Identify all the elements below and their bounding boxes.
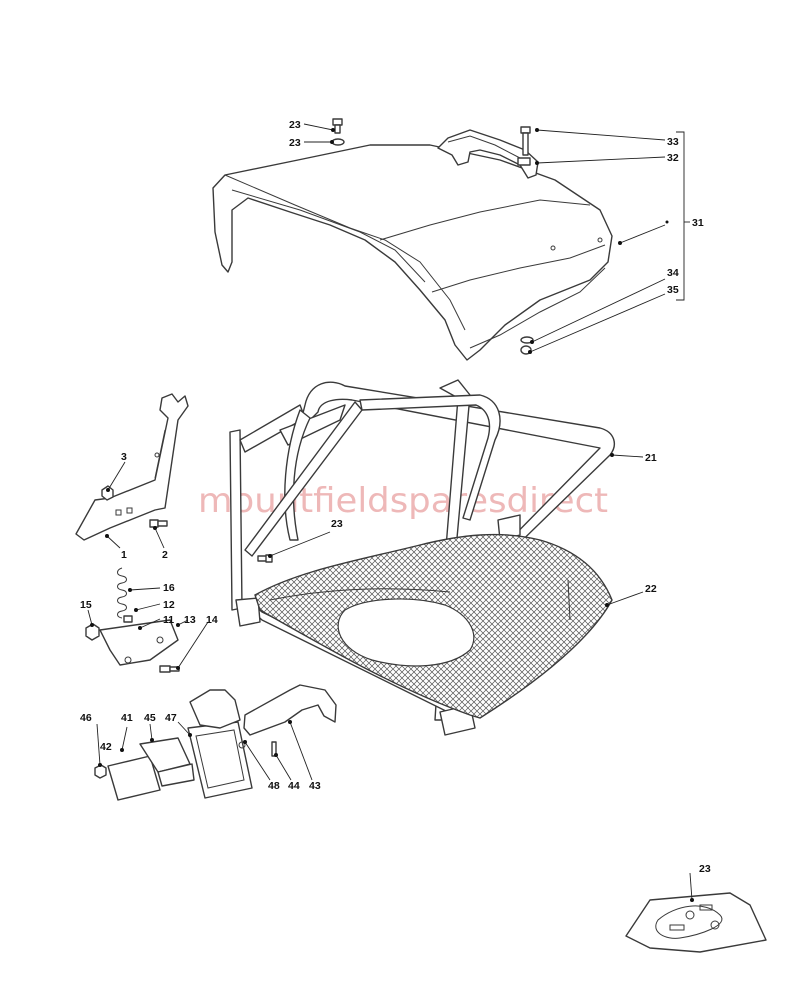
label-32: 32 (667, 152, 679, 164)
label-13: 13 (184, 614, 196, 626)
bolt-2 (149, 519, 168, 528)
label-42: 42 (100, 741, 112, 753)
label-16: 16 (163, 582, 175, 594)
leader-dots (90, 128, 694, 902)
label-35: 35 (667, 284, 679, 296)
grass-bag-cover (212, 144, 613, 361)
label-34: 34 (667, 267, 679, 279)
label-33: 33 (667, 136, 679, 148)
label-23-kit: 23 (699, 863, 711, 875)
label-46: 46 (80, 712, 92, 724)
label-45: 45 (144, 712, 156, 724)
label-47: 47 (165, 712, 177, 724)
label-15: 15 (80, 599, 92, 611)
top-bolt-33 (517, 126, 531, 166)
latch-bracket (85, 615, 180, 673)
label-31: 31 (692, 217, 704, 229)
nut-3 (101, 485, 114, 501)
grass-bag-mesh (254, 533, 613, 719)
label-11: 11 (163, 614, 174, 626)
label-3: 3 (121, 451, 127, 463)
label-44: 44 (288, 780, 300, 792)
label-41: 41 (121, 712, 133, 724)
label-1: 1 (121, 549, 127, 561)
label-23-top-washer: 23 (289, 137, 301, 149)
label-21: 21 (645, 452, 657, 464)
latch-assembly (94, 684, 337, 801)
label-12: 12 (163, 599, 175, 611)
label-48: 48 (268, 780, 280, 792)
label-22: 22 (645, 583, 657, 595)
label-2: 2 (162, 549, 168, 561)
cover-handle (437, 129, 539, 179)
label-23-top-bolt: 23 (289, 119, 301, 131)
hinge-bracket-1 (75, 393, 189, 541)
spring-16 (117, 567, 127, 619)
top-bolt-23 (331, 118, 345, 146)
part-labels: 23 23 33 32 31 34 35 21 22 23 3 1 2 16 1… (80, 119, 711, 875)
label-43: 43 (309, 780, 321, 792)
label-14: 14 (206, 614, 218, 626)
hardware-kit-bag (625, 892, 767, 953)
leader-lines (87, 123, 693, 901)
label-23-frame-bolt: 23 (331, 518, 343, 530)
